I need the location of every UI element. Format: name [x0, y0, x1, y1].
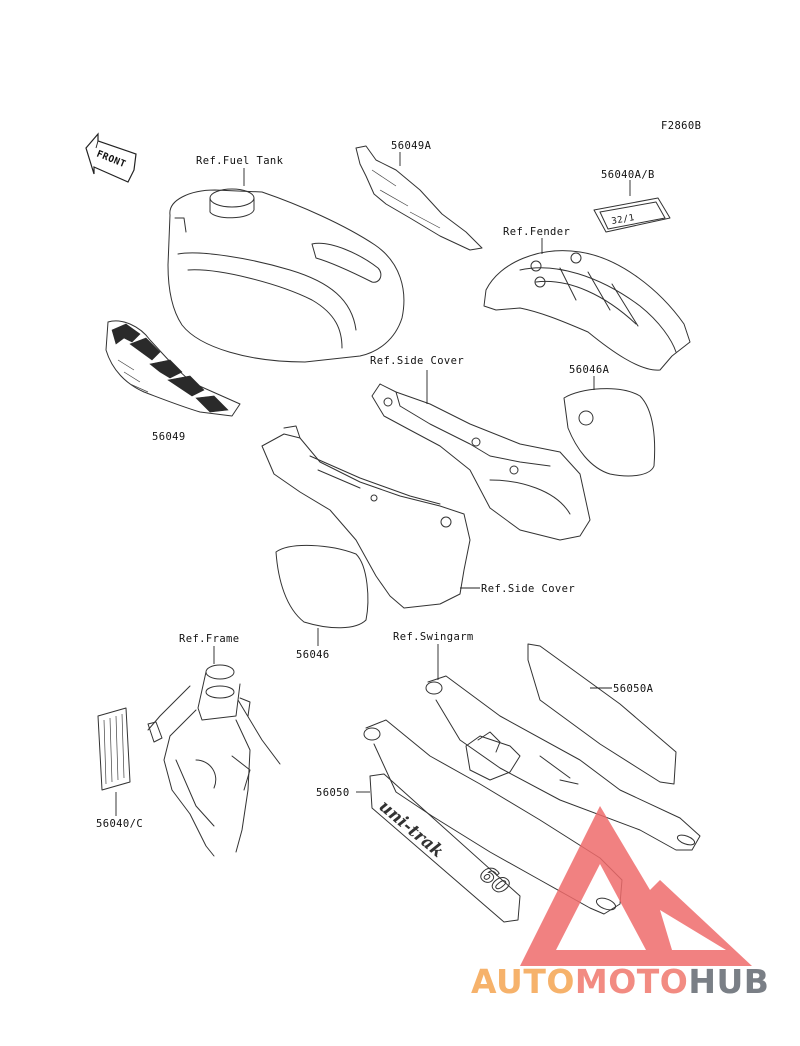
decal-56040c	[97, 707, 131, 791]
callout-56046: 56046	[296, 649, 330, 661]
callout-56046a: 56046A	[569, 364, 610, 376]
decal-script: uni-trak	[375, 797, 447, 862]
swingarm	[363, 675, 701, 915]
decal-56050: uni-trak 60	[369, 773, 521, 923]
watermark-text: AUTOMOTOHUB	[471, 962, 769, 1001]
callout-56049: 56049	[152, 431, 186, 443]
callout-56050a: 56050A	[613, 683, 654, 695]
side-cover-upper	[371, 383, 591, 541]
callout-ref-fuel-tank: Ref.Fuel Tank	[196, 155, 284, 167]
callout-56049a: 56049A	[391, 140, 432, 152]
decal-number: 60	[474, 861, 514, 900]
callout-ref-fender: Ref.Fender	[503, 226, 570, 238]
decal-56050a	[527, 643, 677, 785]
decal-56046a	[563, 388, 656, 477]
decal-56049a	[355, 145, 483, 251]
frame	[147, 664, 281, 857]
callout-ref-swingarm: Ref.Swingarm	[393, 631, 474, 643]
callout-56050: 56050	[316, 787, 350, 799]
callout-ref-side-cover-top: Ref.Side Cover	[370, 355, 464, 367]
callout-ref-frame: Ref.Frame	[179, 633, 240, 645]
callout-ref-side-cover-bottom: Ref.Side Cover	[481, 583, 575, 595]
watermark-logo-icon	[520, 806, 752, 966]
callout-56040c: 56040/C	[96, 818, 143, 830]
plate-text: 32/1	[611, 213, 636, 227]
side-cover-lower	[261, 425, 471, 609]
tank-decal-56049	[105, 320, 241, 417]
front-arrow-icon: FRONT	[85, 132, 137, 183]
plate-56040ab: 32/1	[593, 197, 671, 233]
figure-code: F2860B	[661, 120, 701, 132]
fuel-tank	[167, 188, 405, 363]
callout-56040ab: 56040A/B	[601, 169, 655, 181]
decal-56046	[275, 545, 369, 629]
fender	[483, 250, 691, 371]
